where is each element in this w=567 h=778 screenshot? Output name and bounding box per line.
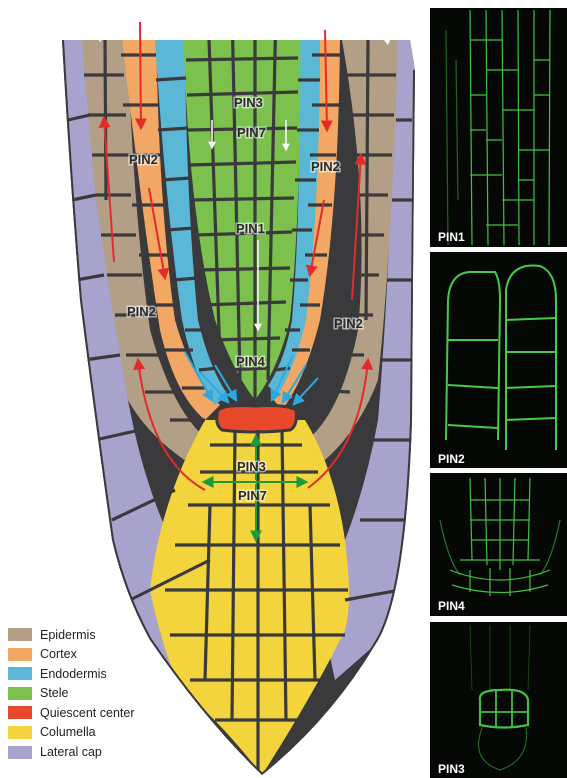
legend-label-stele: Stele [40,686,69,700]
label-pin2-upper-left: PIN2 [129,152,158,167]
legend-item-cortex: Cortex [8,646,208,663]
legend-swatch-cortex [8,648,32,661]
legend-label-endodermis: Endodermis [40,667,107,681]
legend-item-epidermis: Epidermis [8,626,208,643]
label-pin1: PIN1 [236,221,265,236]
legend-label-columella: Columella [40,725,96,739]
label-pin3-stele: PIN3 [234,95,263,110]
tissue-legend: Epidermis Cortex Endodermis Stele Quiesc… [8,626,208,763]
legend-item-lateral-cap: Lateral cap [8,744,208,761]
label-pin2-lower-left: PIN2 [127,304,156,319]
legend-label-quiescent-center: Quiescent center [40,706,135,720]
micrograph-pin4: PIN4 [430,473,567,616]
legend-swatch-endodermis [8,667,32,680]
label-pin2-upper-right: PIN2 [311,159,340,174]
micrograph-pin3: PIN3 [430,622,567,778]
micrograph-label-pin1: PIN1 [438,230,465,244]
legend-swatch-lateral-cap [8,746,32,759]
legend-swatch-quiescent-center [8,706,32,719]
micrograph-label-pin3: PIN3 [438,762,465,776]
label-pin4: PIN4 [236,354,266,369]
label-pin7-stele: PIN7 [237,125,266,140]
legend-item-quiescent-center: Quiescent center [8,704,208,721]
label-pin7-columella: PIN7 [238,488,267,503]
label-pin3-columella: PIN3 [237,459,266,474]
legend-swatch-columella [8,726,32,739]
micrographs: PIN1 PIN2 PIN4 [430,8,567,778]
quiescent-center [217,406,297,433]
legend-label-epidermis: Epidermis [40,628,96,642]
micrograph-label-pin2: PIN2 [438,452,465,466]
legend-swatch-epidermis [8,628,32,641]
legend-item-endodermis: Endodermis [8,665,208,682]
micrograph-label-pin4: PIN4 [438,599,465,613]
micrograph-pin1: PIN1 [430,8,567,247]
legend-item-stele: Stele [8,685,208,702]
legend-label-lateral-cap: Lateral cap [40,745,102,759]
micrograph-pin2: PIN2 [430,252,567,468]
arrow-pin2-cortex-down-left-upper [140,22,141,128]
legend-swatch-stele [8,687,32,700]
legend-label-cortex: Cortex [40,647,77,661]
cut-edge [55,0,420,45]
label-pin2-lower-right: PIN2 [334,316,363,331]
legend-item-columella: Columella [8,724,208,741]
